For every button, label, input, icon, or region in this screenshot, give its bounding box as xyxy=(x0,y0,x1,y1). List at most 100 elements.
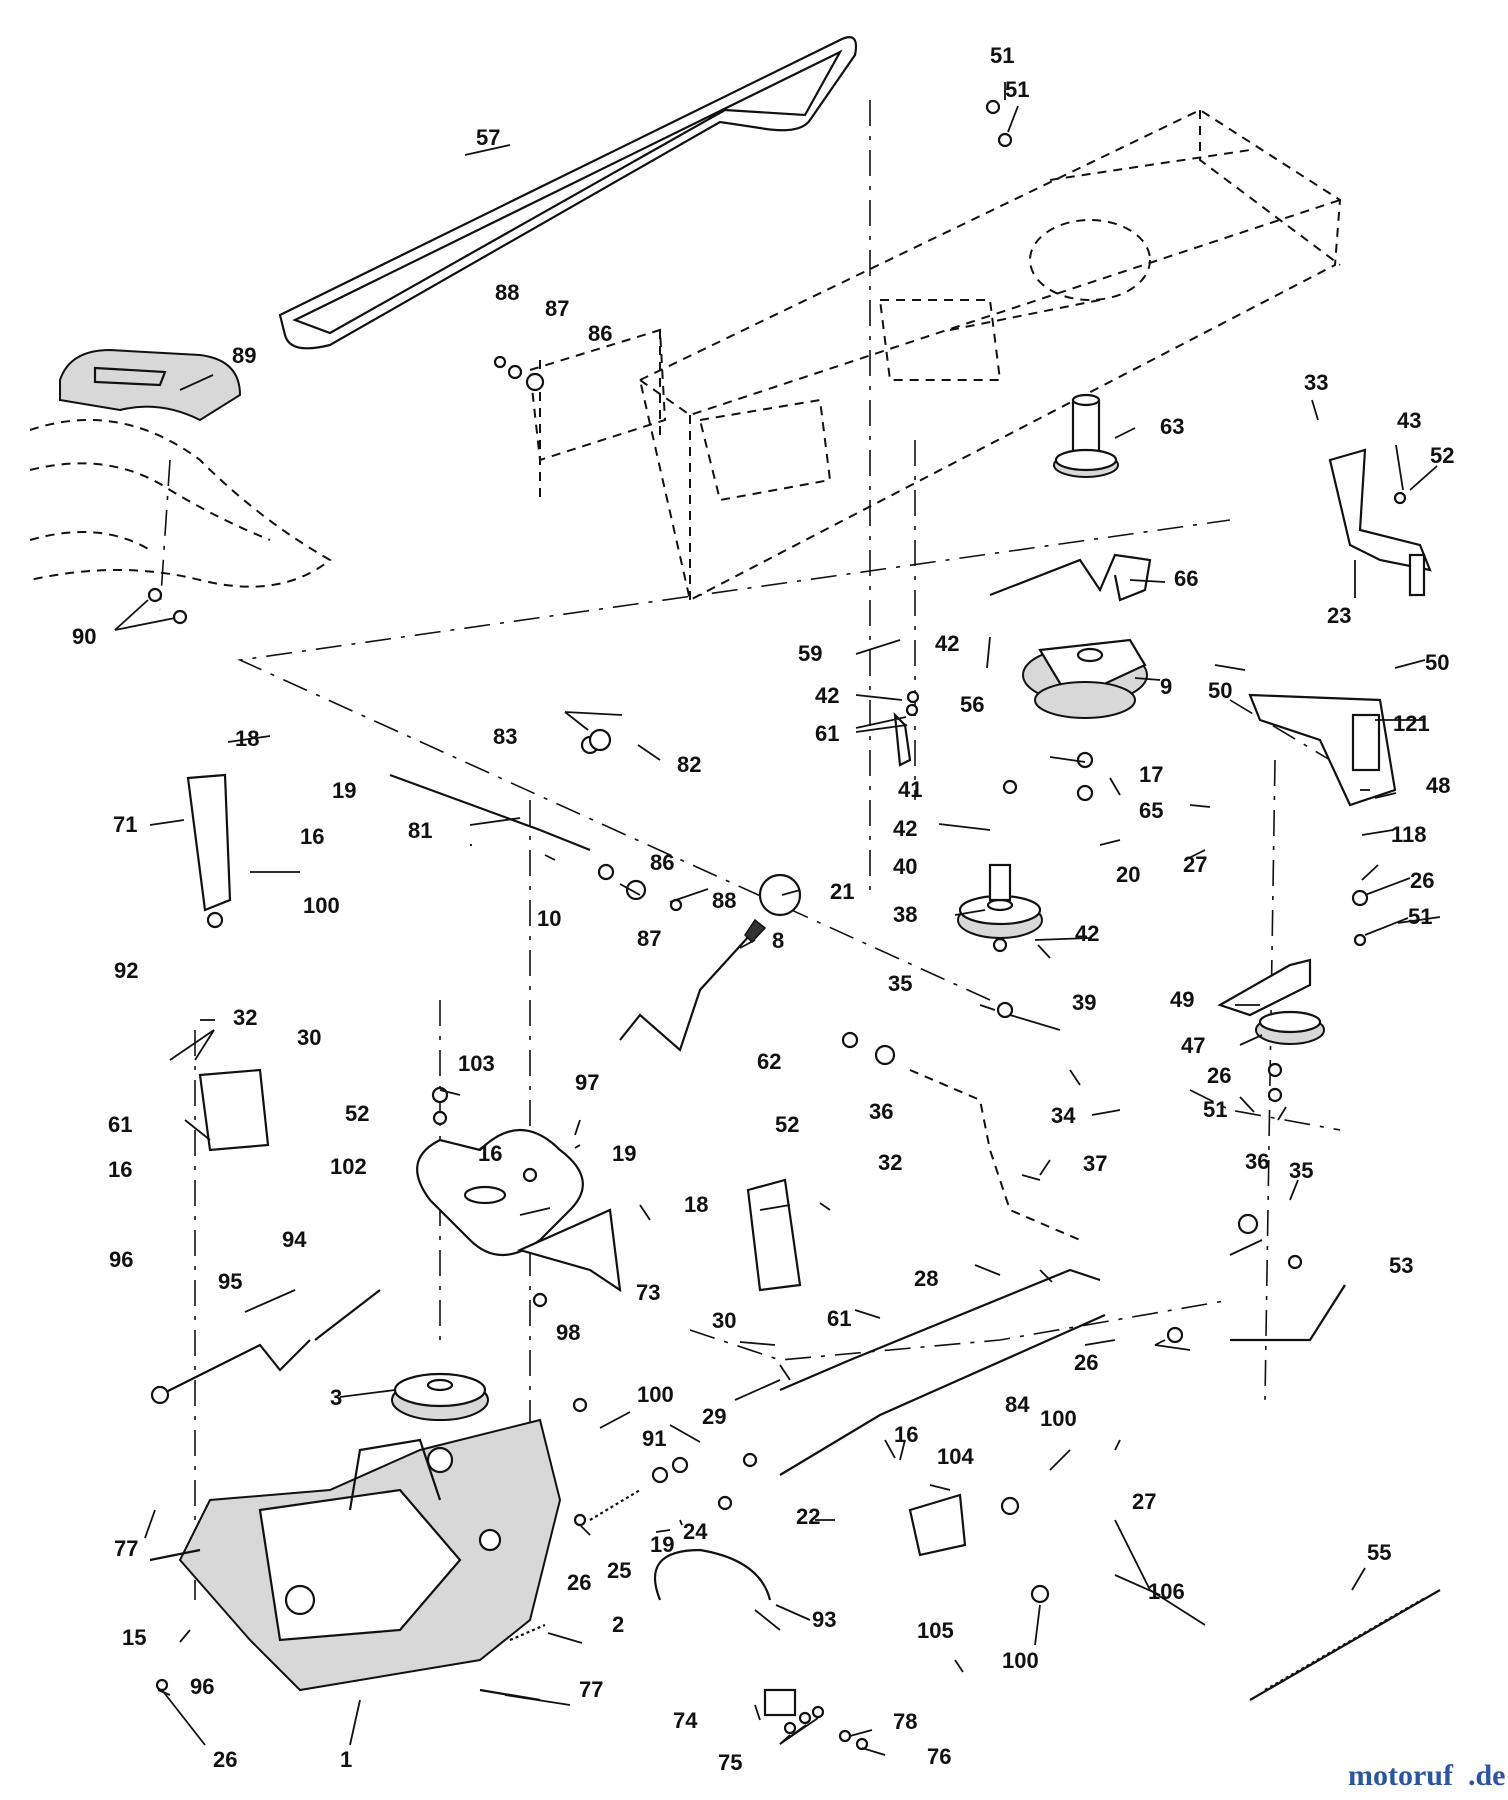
part-label-16-d: 16 xyxy=(894,1422,918,1447)
part-label-43: 43 xyxy=(1397,408,1421,433)
part-label-96-b: 96 xyxy=(190,1674,214,1699)
part-label-81: 81 xyxy=(408,818,432,843)
part-label-17: 17 xyxy=(1139,762,1163,787)
rod-28 xyxy=(779,1268,1101,1392)
part-label-55: 55 xyxy=(1367,1540,1391,1565)
part-label-52-c: 52 xyxy=(775,1112,799,1137)
part-label-19-b: 19 xyxy=(612,1141,636,1166)
watermark-logo: motoruf .de xyxy=(1348,1759,1506,1792)
part-label-83: 83 xyxy=(493,724,517,749)
part-label-26-d: 26 xyxy=(567,1570,591,1595)
part-label-49: 49 xyxy=(1170,987,1194,1012)
assembly-lines xyxy=(159,100,1341,1600)
part-label-86-b: 86 xyxy=(650,850,674,875)
part-label-26-b: 26 xyxy=(1207,1063,1231,1088)
part-label-76: 76 xyxy=(927,1744,951,1769)
electric-clutch xyxy=(1022,638,1148,719)
part-label-105: 105 xyxy=(917,1618,954,1643)
part-label-3: 3 xyxy=(330,1385,342,1410)
part-label-77-a: 77 xyxy=(114,1536,138,1561)
part-label-51-b: 51 xyxy=(1005,77,1029,102)
part-label-41: 41 xyxy=(898,777,922,802)
watermark-text: motoruf xyxy=(1348,1759,1454,1792)
part-label-16-b: 16 xyxy=(108,1157,132,1182)
part-label-98: 98 xyxy=(556,1320,580,1345)
part-label-87-a: 87 xyxy=(545,296,569,321)
part-label-8: 8 xyxy=(772,928,784,953)
part-label-16-a: 16 xyxy=(300,824,324,849)
pulley-47 xyxy=(1255,1010,1325,1045)
part-label-42-a: 42 xyxy=(935,631,959,656)
part-label-20: 20 xyxy=(1116,862,1140,887)
hose-93 xyxy=(654,1548,772,1601)
part-label-2: 2 xyxy=(612,1612,624,1637)
part-label-36-a: 36 xyxy=(869,1099,893,1124)
part-label-42-c: 42 xyxy=(893,816,917,841)
part-label-18-a: 18 xyxy=(235,726,259,751)
part-label-93: 93 xyxy=(812,1607,836,1632)
part-label-106: 106 xyxy=(1148,1579,1185,1604)
part-label-19-c: 19 xyxy=(650,1532,674,1557)
part-label-82: 82 xyxy=(677,752,701,777)
part-label-32-a: 32 xyxy=(233,1005,257,1030)
spring-55 xyxy=(1249,1589,1441,1701)
cable-22 xyxy=(779,1313,1106,1476)
part-label-50-b: 50 xyxy=(1425,650,1449,675)
spring-25 xyxy=(589,1489,641,1521)
part-label-118: 118 xyxy=(1391,822,1427,847)
part-label-50-a: 50 xyxy=(1208,678,1232,703)
part-label-34: 34 xyxy=(1051,1103,1076,1128)
part-label-88-a: 88 xyxy=(495,280,519,305)
part-label-78: 78 xyxy=(893,1709,917,1734)
part-label-15: 15 xyxy=(122,1625,146,1650)
part-label-66: 66 xyxy=(1174,566,1198,591)
part-label-91: 91 xyxy=(642,1426,666,1451)
part-label-10: 10 xyxy=(537,906,561,931)
part-label-30-b: 30 xyxy=(712,1308,736,1333)
part-label-52-a: 52 xyxy=(1430,443,1454,468)
part-label-96-a: 96 xyxy=(109,1247,133,1272)
part-label-1: 1 xyxy=(340,1747,352,1772)
part-label-51-a: 51 xyxy=(990,43,1014,68)
part-label-73: 73 xyxy=(636,1280,660,1305)
spring-2 xyxy=(509,1623,546,1642)
rod-95 xyxy=(159,1339,311,1396)
part-label-102: 102 xyxy=(330,1154,367,1179)
part-label-84: 84 xyxy=(1005,1392,1030,1417)
frame-outline xyxy=(528,108,1342,602)
part-label-26-c: 26 xyxy=(1074,1350,1098,1375)
transaxle-1 xyxy=(149,1418,562,1702)
part-label-61-c: 61 xyxy=(827,1306,851,1331)
part-label-21: 21 xyxy=(830,879,854,904)
brackets xyxy=(186,712,967,1717)
part-label-103: 103 xyxy=(458,1051,495,1076)
part-label-86-a: 86 xyxy=(588,321,612,346)
fan-94 xyxy=(416,1129,584,1257)
part-label-87-b: 87 xyxy=(637,926,661,951)
pulley-38 xyxy=(957,863,1043,939)
part-label-75: 75 xyxy=(718,1750,742,1775)
part-labels: 57 51 51 88 87 86 89 63 33 43 52 23 66 9… xyxy=(72,43,1454,1775)
part-label-42-b: 42 xyxy=(815,683,839,708)
part-label-37: 37 xyxy=(1083,1151,1107,1176)
part-label-62: 62 xyxy=(757,1049,781,1074)
shift-lever xyxy=(619,873,802,1052)
part-label-100-a: 100 xyxy=(303,893,340,918)
part-label-100-c: 100 xyxy=(1040,1406,1077,1431)
rod-53 xyxy=(1230,1284,1346,1342)
part-label-23: 23 xyxy=(1327,603,1351,628)
part-label-51-d: 51 xyxy=(1203,1097,1227,1122)
part-label-28: 28 xyxy=(914,1266,938,1291)
part-label-25: 25 xyxy=(607,1558,631,1583)
drive-belt xyxy=(278,36,858,350)
part-label-92: 92 xyxy=(114,958,138,983)
part-label-51-c: 51 xyxy=(1408,904,1432,929)
part-label-33: 33 xyxy=(1304,370,1328,395)
watermark-suffix: .de xyxy=(1468,1759,1506,1792)
part-label-63: 63 xyxy=(1160,414,1184,439)
part-label-32-b: 32 xyxy=(878,1150,902,1175)
part-label-94: 94 xyxy=(282,1227,307,1252)
part-label-47: 47 xyxy=(1181,1033,1205,1058)
part-label-121: 121 xyxy=(1393,711,1430,736)
